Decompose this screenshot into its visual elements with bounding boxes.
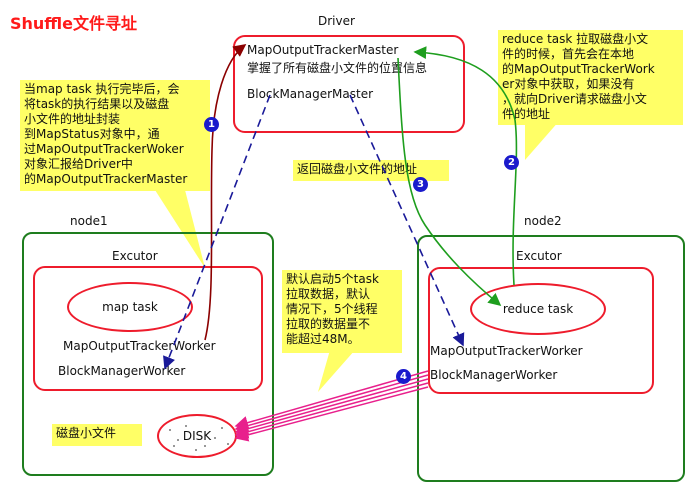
node1-executor-box xyxy=(33,266,263,391)
driver-box xyxy=(233,35,465,133)
fetch-line-5 xyxy=(234,386,429,442)
node2-label: node2 xyxy=(524,214,562,228)
arrow-block-master-to-node2 xyxy=(349,94,465,347)
disk-texture xyxy=(169,425,229,451)
arrow-request-address xyxy=(413,46,518,286)
right-note: reduce task 拉取磁盘小文件的时候，首先会在本地的MapOutputT… xyxy=(498,30,683,125)
step-badge-3: 3 xyxy=(413,177,428,192)
map-task-node: map task xyxy=(67,282,193,332)
middle-note: 返回磁盘小文件的地址 xyxy=(293,160,449,181)
node2-executor-box xyxy=(428,267,654,394)
reduce-task-label: reduce task xyxy=(502,302,574,316)
left-note: 当map task 执行完毕后，会将task的执行结果以及磁盘小文件的地址封装 … xyxy=(20,80,210,191)
node1-executor-label: Excutor xyxy=(112,249,158,263)
right-note-pointer xyxy=(525,120,560,160)
arrow-report-to-master xyxy=(204,44,247,341)
tracker-master-label: MapOutputTrackerMaster xyxy=(247,43,399,57)
bottom-note-pointer xyxy=(318,350,355,392)
node2-executor-label: Excutor xyxy=(516,249,562,263)
node2-tracker-worker: MapOutputTrackerWorker xyxy=(430,344,583,358)
node2-box xyxy=(417,235,685,482)
map-task-label: map task xyxy=(102,300,158,314)
driver-label: Driver xyxy=(318,14,355,28)
step-badge-1: 1 xyxy=(204,117,219,132)
fetch-line-3 xyxy=(234,378,429,436)
node1-block-worker: BlockManagerWorker xyxy=(58,364,186,378)
arrow-return-address xyxy=(397,57,502,307)
arrow-block-master-to-node1 xyxy=(163,94,271,370)
left-note-pointer xyxy=(155,190,205,268)
fetch-line-4 xyxy=(234,382,429,439)
node1-tracker-worker: MapOutputTrackerWorker xyxy=(63,339,216,353)
step-badge-4: 4 xyxy=(396,369,411,384)
tracker-master-desc: 掌握了所有磁盘小文件的位置信息 xyxy=(247,61,428,75)
diagram-title: Shuffle文件寻址 xyxy=(10,14,138,33)
reduce-task-node: reduce task xyxy=(470,283,606,335)
disk-node: DISK xyxy=(157,414,237,458)
fetch-line-2 xyxy=(234,374,429,433)
disk-label: DISK xyxy=(182,429,212,443)
step-badge-2: 2 xyxy=(504,155,519,170)
disk-note: 磁盘小文件 xyxy=(52,424,142,446)
node2-block-worker: BlockManagerWorker xyxy=(430,368,558,382)
node1-label: node1 xyxy=(70,214,108,228)
block-master-label: BlockManagerMaster xyxy=(247,87,374,101)
node1-box xyxy=(22,232,274,476)
